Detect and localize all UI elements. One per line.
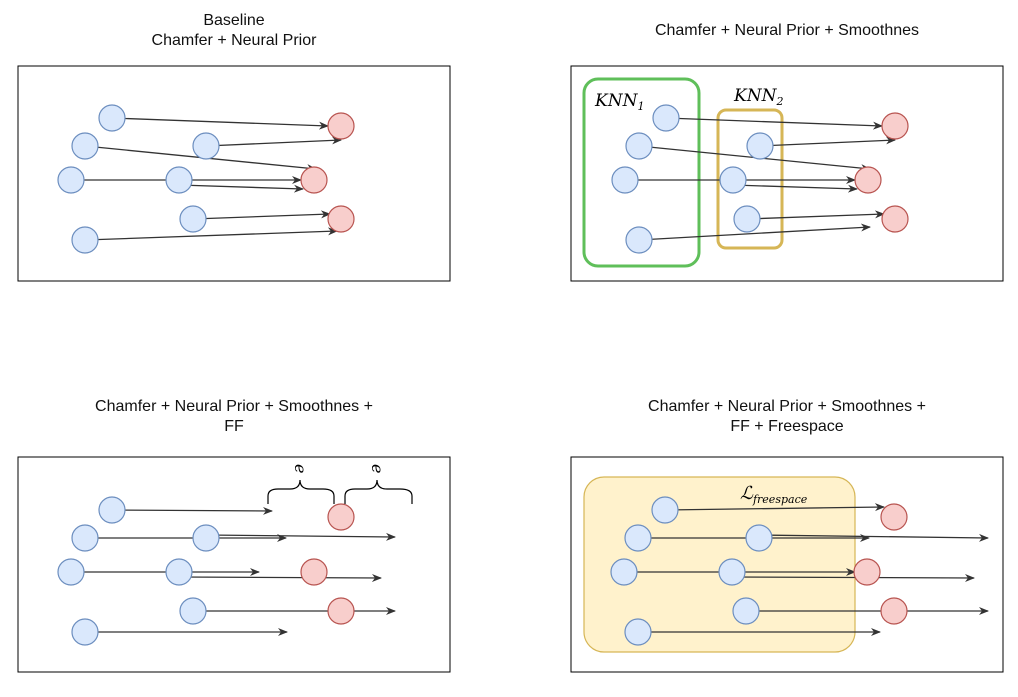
epsilon-label-2: e: [368, 464, 387, 473]
freespace-region: [583, 476, 856, 653]
panel-3-title-line-1: Chamfer + Neural Prior + Smoothnes +: [95, 398, 373, 415]
p4-target-point: [880, 503, 908, 531]
p3-flow-arrow: [111, 506, 273, 515]
p3-source-point: [165, 558, 193, 586]
points-layer: [57, 104, 909, 646]
p2-source-point: [625, 226, 653, 254]
p1-flow-arrow: [84, 227, 338, 241]
p1-source-point: [71, 132, 99, 160]
p1-flow-arrow: [205, 136, 342, 147]
p3-source-point: [179, 597, 207, 625]
panel-4-title-line-2: FF + Freespace: [730, 418, 844, 435]
knn2-box: [716, 108, 784, 250]
p1-flow-arrow: [192, 210, 331, 220]
p1-target-point: [327, 205, 355, 233]
p3-source-point: [71, 618, 99, 646]
panel-3-title: Chamfer + Neural Prior + Smoothnes + FF: [18, 397, 450, 437]
epsilon-brace-1: [267, 479, 335, 504]
knn1-box: [582, 77, 701, 268]
p2-flow-arrow: [732, 184, 858, 193]
p3-flow-arrow: [205, 532, 396, 541]
p4-flow-arrow: [731, 573, 975, 582]
p1-source-point: [179, 205, 207, 233]
p2-source-point: [746, 132, 774, 160]
panel-4-title: Chamfer + Neural Prior + Smoothnes + FF …: [571, 397, 1003, 437]
p2-source-point: [733, 205, 761, 233]
p2-flow-arrow: [759, 136, 896, 147]
panel-3-title-line-2: FF: [224, 418, 244, 435]
p4-source-point: [745, 524, 773, 552]
p1-target-point: [327, 112, 355, 140]
p2-source-point: [611, 166, 639, 194]
p4-source-point: [651, 496, 679, 524]
p3-target-point: [327, 503, 355, 531]
arrows-layer: [71, 117, 989, 636]
epsilon-label-1: e: [291, 464, 310, 473]
p3-source-point: [192, 524, 220, 552]
epsilon-brace-2: [344, 479, 413, 504]
knn1-label: KNN1: [594, 91, 644, 113]
p4-source-point: [624, 618, 652, 646]
panel-2-title: Chamfer + Neural Prior + Smoothnes: [571, 21, 1003, 41]
p2-source-point: [625, 132, 653, 160]
p3-flow-arrow: [178, 573, 382, 582]
p1-target-point: [300, 166, 328, 194]
p2-target-point: [854, 166, 882, 194]
panel-1-title-line-1: Baseline: [203, 12, 265, 29]
p3-source-point: [71, 524, 99, 552]
p1-flow-arrow: [178, 184, 304, 193]
p4-source-point: [732, 597, 760, 625]
p2-target-point: [881, 205, 909, 233]
p1-flow-arrow: [111, 117, 329, 130]
p1-source-point: [165, 166, 193, 194]
p4-source-point: [718, 558, 746, 586]
p4-flow-arrow: [664, 503, 885, 512]
p4-source-point: [624, 524, 652, 552]
panel-2-title-line-1: Chamfer + Neural Prior + Smoothnes: [654, 22, 920, 39]
p1-source-point: [71, 226, 99, 254]
p3-target-point: [327, 597, 355, 625]
p1-source-point: [192, 132, 220, 160]
p2-flow-arrow: [638, 223, 871, 241]
p4-source-point: [610, 558, 638, 586]
panel-1-title: Baseline Chamfer + Neural Prior: [18, 11, 450, 51]
p2-source-point: [652, 104, 680, 132]
p2-flow-arrow: [665, 117, 883, 130]
p3-source-point: [98, 496, 126, 524]
p4-target-point: [880, 597, 908, 625]
knn2-label: KNN2: [733, 86, 783, 108]
freespace-loss-label: ℒfreespace: [740, 483, 808, 506]
p4-target-point: [853, 558, 881, 586]
p2-flow-arrow: [746, 210, 885, 220]
p3-source-point: [57, 558, 85, 586]
p2-source-point: [719, 166, 747, 194]
panel-1-title-line-2: Chamfer + Neural Prior: [151, 32, 317, 49]
p4-flow-arrow: [758, 533, 989, 542]
p1-source-point: [57, 166, 85, 194]
p1-source-point: [98, 104, 126, 132]
p2-target-point: [881, 112, 909, 140]
panel-4-title-line-1: Chamfer + Neural Prior + Smoothnes +: [648, 398, 926, 415]
p3-target-point: [300, 558, 328, 586]
